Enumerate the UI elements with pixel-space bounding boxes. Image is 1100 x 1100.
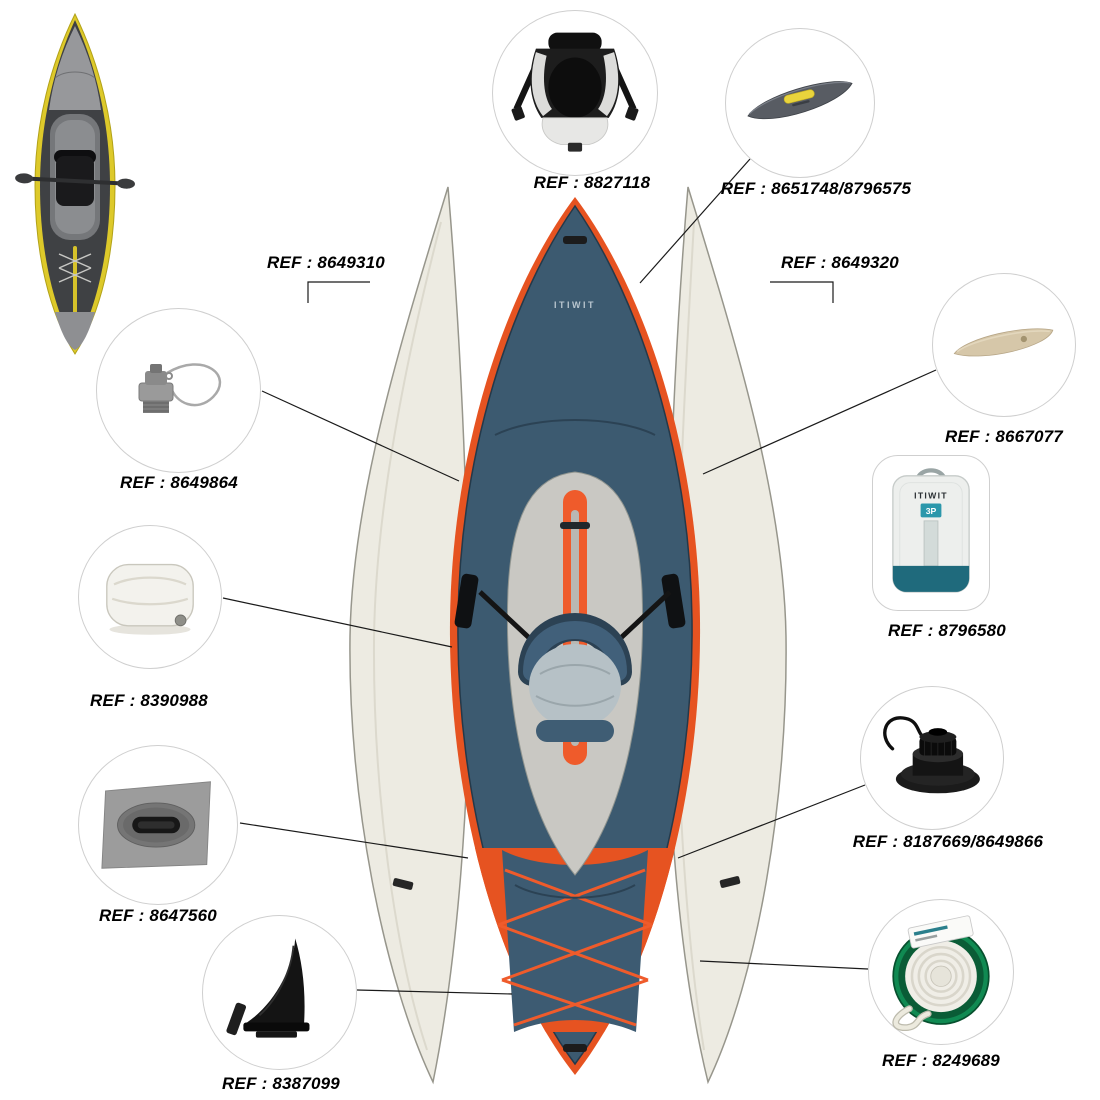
rope-spool-illustration (892, 915, 990, 1031)
kayak-brand-text: ITIWIT (554, 300, 596, 310)
part-bubble-fin-sand (932, 273, 1076, 417)
thumb-bow-seam (54, 71, 96, 79)
thumb-stern-panel (55, 312, 95, 350)
part-bubble-rope-spool (868, 899, 1014, 1045)
deck-cover-illustration (747, 81, 853, 120)
ref-label-backpack: REF : 8796580 (888, 621, 1006, 640)
ref-label-valve-black: REF : 8187669/8649866 (852, 832, 1044, 851)
rope-end (893, 1006, 931, 1030)
connector-cushion (222, 597, 453, 648)
backpack-illustration: ITIWIT 3P (892, 468, 970, 593)
ref-label-rope-spool: REF : 8249689 (882, 1051, 1000, 1070)
valve-screw-cord (165, 362, 221, 406)
patch-handle-illustration (101, 781, 211, 869)
paddle-holder-left (454, 573, 479, 629)
float-left-strap (392, 878, 414, 890)
connector-fin-black (356, 989, 513, 995)
stern-handle (563, 1044, 587, 1052)
ref-label-fin-black: REF : 8387099 (222, 1074, 340, 1093)
connector-deck-cover (639, 158, 751, 284)
part-bubble-valve-screw (96, 308, 261, 473)
fin-black-illustration (225, 938, 309, 1038)
paddle-holder-right (661, 573, 686, 629)
kayak-deck-seam-top (494, 419, 656, 436)
ref-label-seat: REF : 8827118 (533, 173, 651, 192)
ref-label-deck-cover: REF : 8651748/8796575 (720, 179, 912, 198)
kayak-deck-seam-bottom (514, 884, 636, 899)
fin-base (242, 1021, 309, 1031)
float-right-strap (719, 876, 741, 888)
spool-label (907, 915, 974, 949)
part-bubble-cushion (78, 525, 222, 669)
thumb-keel-line (73, 246, 77, 316)
part-bubble-deck-cover (725, 28, 875, 178)
valve-black-illustration (883, 716, 980, 794)
connector-valve-screw (261, 390, 460, 482)
thumb-paddle (15, 173, 135, 189)
cushion-valve (174, 614, 187, 627)
bow-handle (563, 236, 587, 244)
ref-label-fin-sand: REF : 8667077 (945, 427, 1063, 446)
part-bubble-seat (492, 10, 658, 176)
seat-illustration (511, 32, 639, 152)
part-bubble-valve-black (860, 686, 1004, 830)
part-bubble-patch-handle (78, 745, 238, 905)
backpack-bottom-band (892, 565, 970, 592)
thumb-laces (58, 253, 92, 283)
fin-sand-illustration (953, 328, 1054, 357)
fin-blade (246, 938, 305, 1022)
connector-fin-sand (702, 369, 937, 475)
strip-strap-top (560, 522, 590, 529)
kayak-seat-base (536, 720, 614, 742)
valve-screw-illustration (138, 362, 221, 413)
part-bubble-fin-black (202, 915, 357, 1070)
valve-cord (883, 716, 930, 751)
float-left-seam (372, 221, 442, 1051)
kayak-top-view: ITIWIT (449, 197, 701, 1075)
kayak-seat-cushion (529, 644, 621, 728)
kayak-seat-back (523, 621, 627, 681)
kayak-photo-thumbnail (15, 12, 135, 355)
connector-patch (239, 822, 469, 859)
thumb-bow-panel (49, 26, 101, 110)
bracket-float-left (307, 281, 370, 303)
part-bubble-backpack: ITIWIT 3P (872, 455, 990, 611)
ref-label-valve-screw: REF : 8649864 (120, 473, 238, 492)
connector-rope (699, 960, 869, 970)
backpack-brand-text: ITIWIT (914, 490, 948, 500)
connector-valve-black (677, 784, 866, 859)
ref-label-float-right: REF : 8649320 (781, 253, 899, 272)
ref-label-float-left: REF : 8649310 (267, 253, 385, 272)
bracket-float-right (770, 281, 834, 303)
ref-label-patch-handle: REF : 8647560 (99, 906, 217, 925)
cushion-illustration (106, 563, 194, 635)
kayak-stern-deck (502, 850, 648, 1032)
backpack-size-text: 3P (926, 506, 937, 516)
ref-label-cushion: REF : 8390988 (90, 691, 208, 710)
